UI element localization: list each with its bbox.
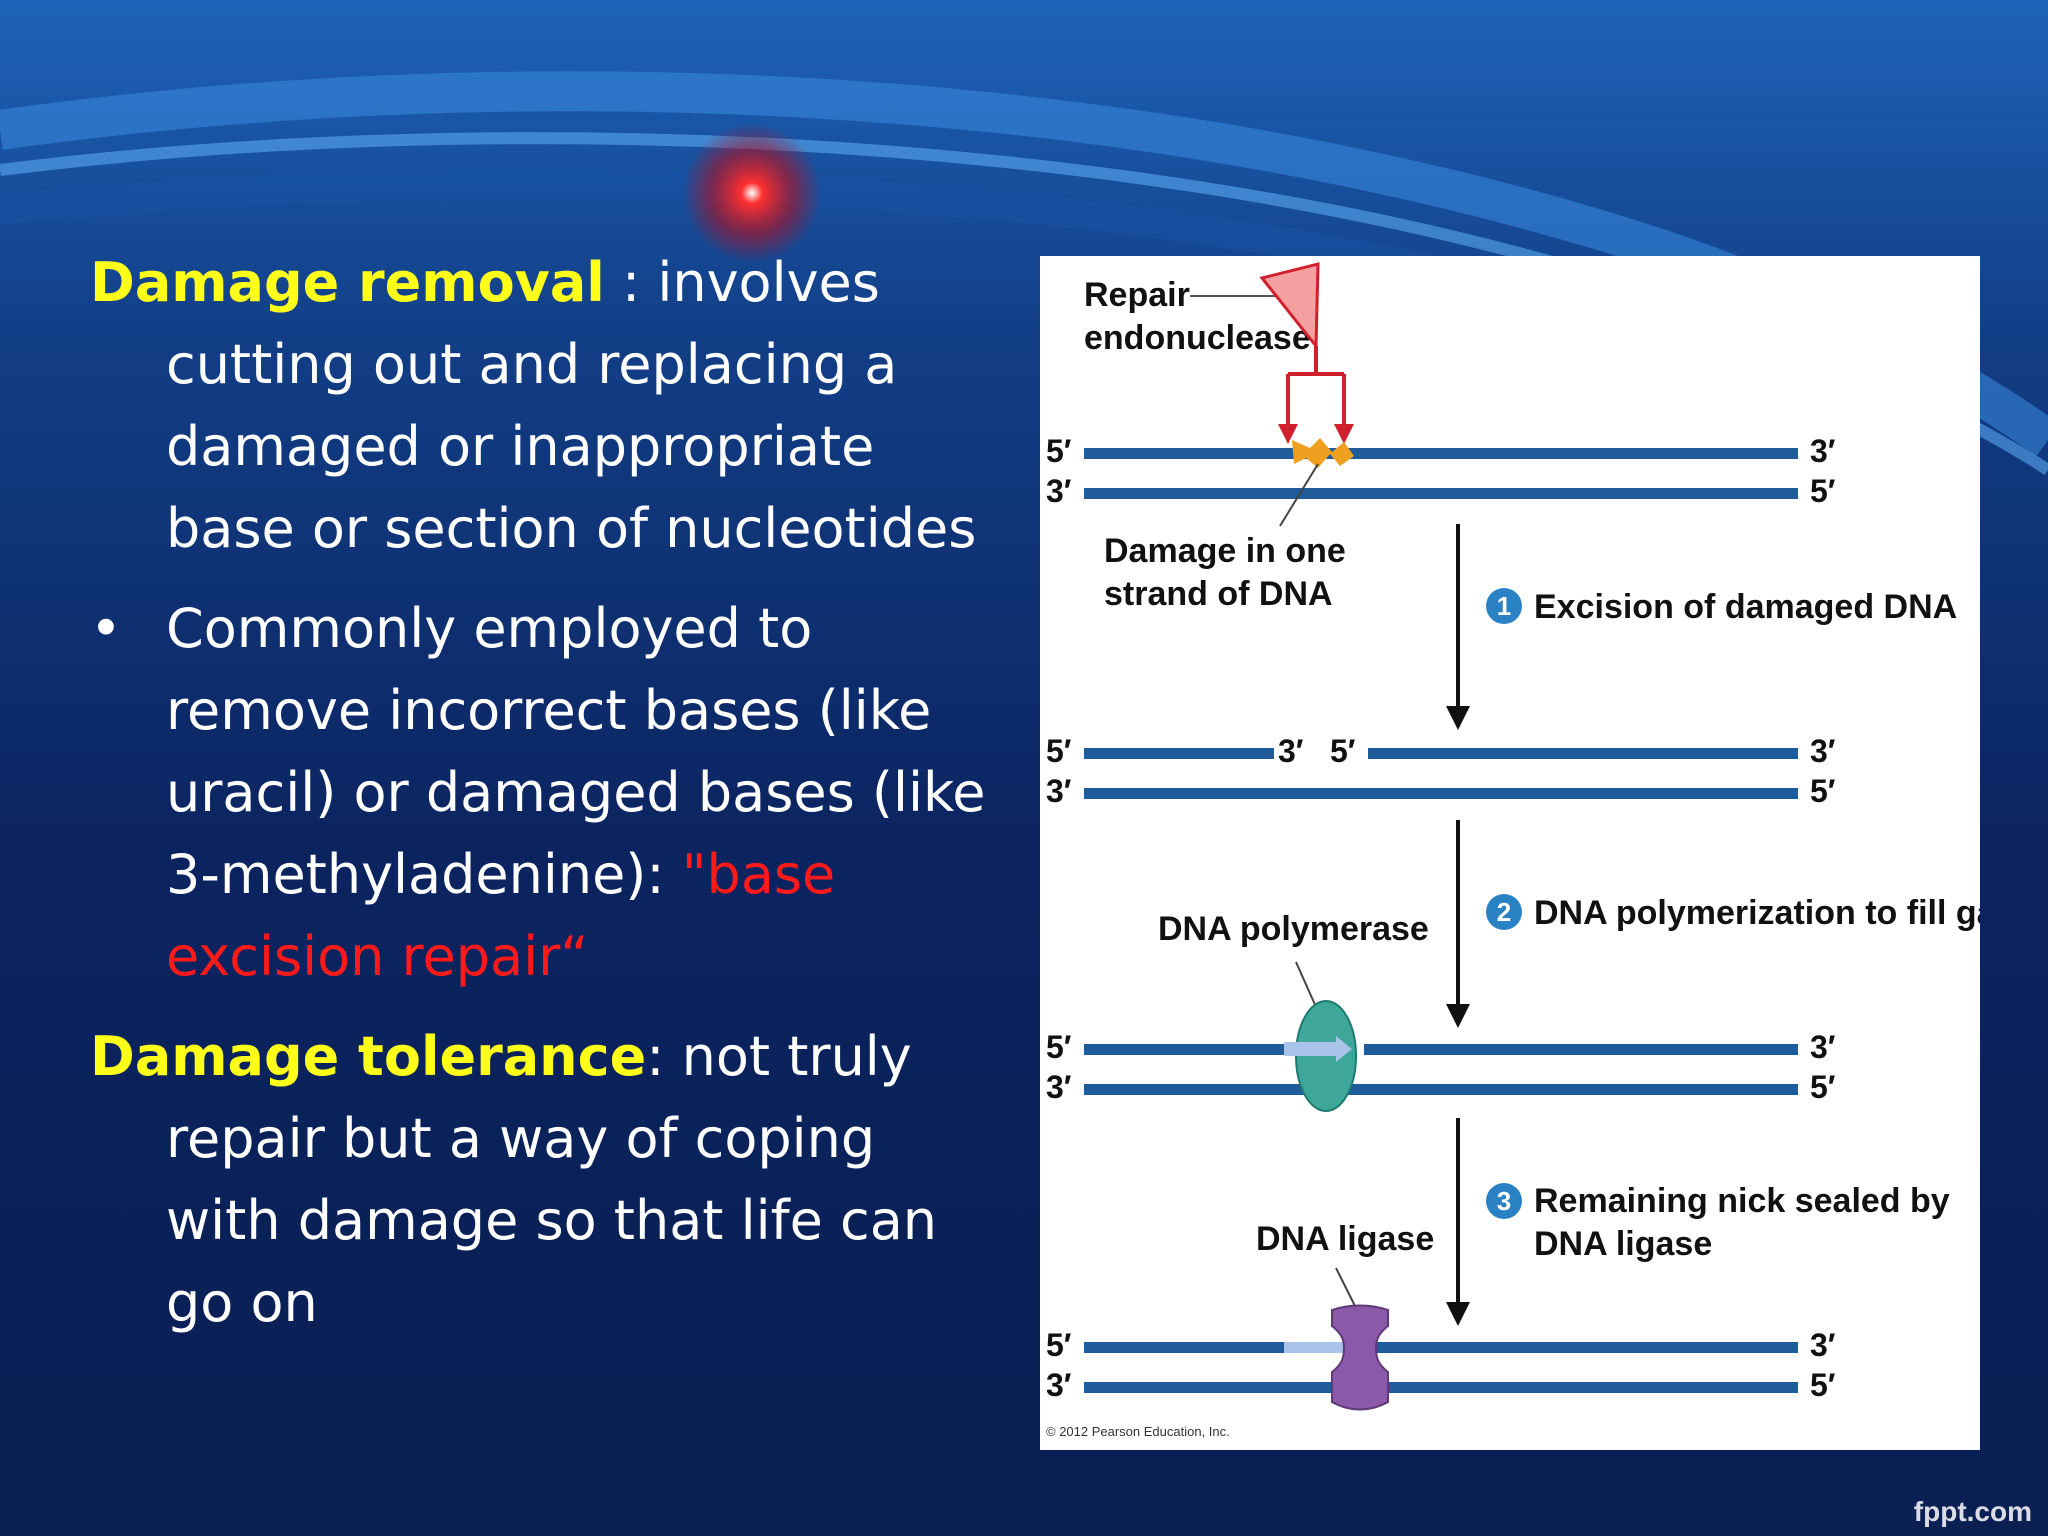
glow-light	[682, 123, 822, 263]
strand1-top-5prime: 5′	[1046, 433, 1072, 469]
strand4-top-5prime: 5′	[1046, 1327, 1072, 1363]
strand2-bottom-5prime: 5′	[1810, 773, 1836, 809]
step3-circle	[1486, 1183, 1522, 1219]
strand4-bottom-3prime: 3′	[1046, 1367, 1072, 1403]
strand2-top-3prime: 3′	[1810, 733, 1836, 769]
gap-3prime: 3′	[1278, 733, 1304, 769]
strand3-bottom-3prime: 3′	[1046, 1069, 1072, 1105]
strand2-bottom	[1084, 788, 1798, 799]
cut-bracket	[1286, 346, 1346, 426]
damage-label-line2: strand of DNA	[1104, 575, 1333, 613]
step1-circle	[1486, 588, 1522, 624]
bullet-text: Commonly employed to remove incorrect ba…	[166, 597, 986, 906]
strand3-top-5prime: 5′	[1046, 1029, 1072, 1065]
step1-number: 1	[1497, 591, 1511, 621]
damage-label-line1: Damage in one	[1104, 532, 1346, 570]
damage-leader-line	[1279, 463, 1319, 527]
bullet-icon: •	[90, 597, 122, 660]
step2-number: 2	[1497, 897, 1511, 927]
paragraph-damage-tolerance: Damage tolerance: not truly repair but a…	[90, 1016, 990, 1344]
strand3-bottom	[1084, 1084, 1798, 1095]
strand3-bottom-5prime: 5′	[1810, 1069, 1836, 1105]
step1-text: Excision of damaged DNA	[1534, 588, 1957, 626]
strand2-top-5prime: 5′	[1046, 733, 1072, 769]
heading-damage-tolerance: Damage tolerance	[90, 1025, 647, 1088]
repair-endonuclease-label-line2: endonuclease	[1084, 319, 1311, 357]
base-excision-repair-figure: Repair endonuclease 5′ 3′ 3′ 5′ Damage i…	[1040, 256, 1980, 1450]
strand4-bottom-5prime: 5′	[1810, 1367, 1836, 1403]
strand2-top-right	[1368, 748, 1798, 759]
strand4-top-left	[1084, 1342, 1284, 1353]
fppt-watermark: fppt.com	[1913, 1496, 2032, 1527]
strand3-top-left	[1084, 1044, 1284, 1055]
damage-removal-text: : involves cutting out and replacing a d…	[166, 251, 977, 560]
paragraph-damage-removal: Damage removal : involves cutting out an…	[90, 242, 990, 570]
base-excision-repair-term: "base excision repair“	[166, 843, 836, 988]
strand1-bottom	[1084, 488, 1798, 499]
endonuclease-icon	[1259, 262, 1320, 351]
polymerase-direction-arrow	[1284, 1036, 1352, 1062]
repair-endonuclease-label-line1: Repair	[1084, 276, 1190, 314]
dna-polymerase-label: DNA polymerase	[1158, 910, 1429, 948]
strand4-new-segment	[1284, 1342, 1360, 1353]
dna-ligase-icon	[1331, 1304, 1389, 1411]
strand1-bottom-3prime: 3′	[1046, 473, 1072, 509]
heading-damage-removal: Damage removal	[90, 251, 605, 314]
step3-text-line2: DNA ligase	[1534, 1225, 1712, 1263]
strand1-top-3prime: 3′	[1810, 433, 1836, 469]
step3-number: 3	[1497, 1186, 1511, 1216]
gap-5prime: 5′	[1330, 733, 1356, 769]
strand3-top-right	[1364, 1044, 1798, 1055]
bullet-item: • Commonly employed to remove incorrect b…	[90, 588, 990, 998]
dna-ligase-label: DNA ligase	[1256, 1220, 1434, 1258]
slide-text: Damage removal : involves cutting out an…	[90, 242, 990, 1344]
step2-circle	[1486, 894, 1522, 930]
step2-text: DNA polymerization to fill gap	[1534, 894, 1980, 932]
strand4-bottom	[1084, 1382, 1798, 1393]
strand1-top	[1084, 448, 1798, 459]
step3-text-line1: Remaining nick sealed by	[1534, 1182, 1950, 1220]
strand3-top-3prime: 3′	[1810, 1029, 1836, 1065]
strand1-bottom-5prime: 5′	[1810, 473, 1836, 509]
damage-marker	[1292, 438, 1354, 468]
strand2-top-left	[1084, 748, 1274, 759]
strand2-bottom-3prime: 3′	[1046, 773, 1072, 809]
strand4-top-right	[1360, 1342, 1798, 1353]
figure-credit: © 2012 Pearson Education, Inc.	[1046, 1424, 1230, 1439]
strand4-top-3prime: 3′	[1810, 1327, 1836, 1363]
damage-tolerance-text: : not truly repair but a way of coping w…	[166, 1025, 938, 1334]
repair-diagram: Repair endonuclease 5′ 3′ 3′ 5′ Damage i…	[1046, 262, 1980, 1439]
